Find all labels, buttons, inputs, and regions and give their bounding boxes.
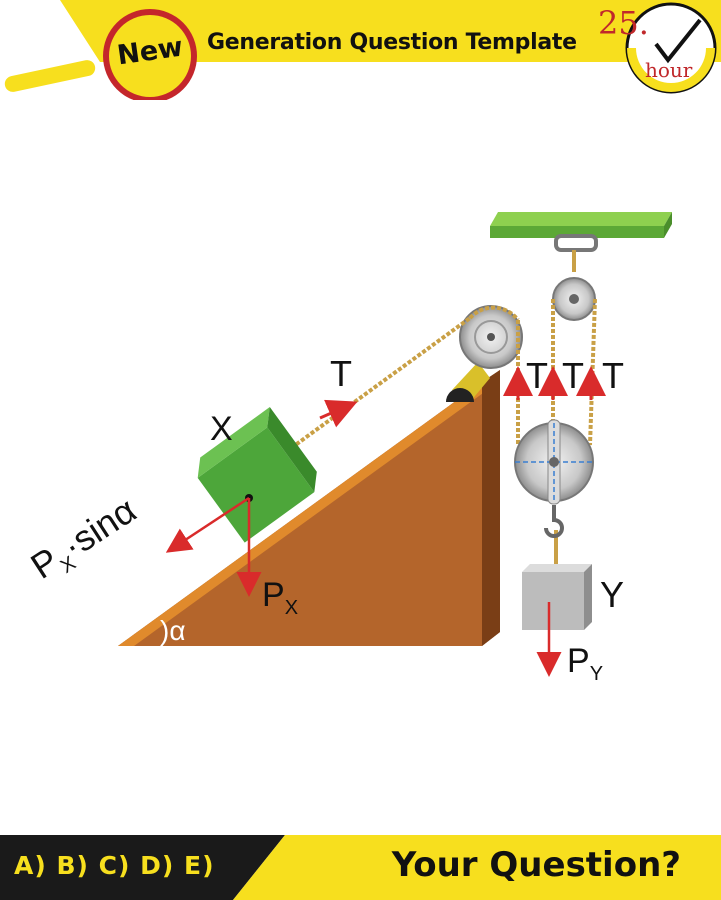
footer-bar — [0, 835, 721, 900]
header-yellow-band — [60, 0, 721, 62]
label-py: PY — [567, 642, 604, 685]
header-bar: New Generation Question Template 25. hou… — [0, 0, 721, 100]
block-y — [522, 564, 592, 630]
label-angle-alpha: )α — [160, 615, 186, 646]
magnifier-handle — [4, 60, 96, 92]
ceiling-beam — [490, 212, 672, 252]
page-title: Generation Question Template — [207, 30, 577, 55]
footer-yellow-band — [233, 835, 721, 900]
rope-incline — [270, 316, 472, 464]
label-px: PX — [262, 576, 299, 619]
incline-pulley — [446, 305, 523, 402]
footer-dark-band — [0, 835, 285, 900]
label-block-x: X — [210, 410, 233, 448]
magnifier-lens — [109, 15, 191, 97]
check-icon — [654, 18, 702, 64]
force-arrow-px-sin — [165, 496, 250, 553]
label-tension-2: T — [562, 355, 584, 396]
label-block-y: Y — [600, 574, 625, 615]
clock-unit: hour — [645, 58, 693, 82]
tension-arrow-incline — [319, 399, 358, 428]
physics-diagram — [118, 212, 672, 677]
inclined-wedge — [118, 370, 500, 646]
movable-pulley — [514, 419, 594, 538]
answer-options: A) B) C) D) E) — [14, 851, 215, 880]
label-tension-1: T — [526, 355, 548, 396]
label-tension-3: T — [602, 355, 624, 396]
header-graphic — [4, 0, 721, 100]
label-tension-incline: T — [330, 353, 352, 394]
footer-graphic — [0, 835, 721, 900]
clock-number: 25. — [598, 4, 649, 42]
question-prompt: Your Question? — [391, 845, 681, 885]
fixed-pulley — [552, 250, 596, 321]
